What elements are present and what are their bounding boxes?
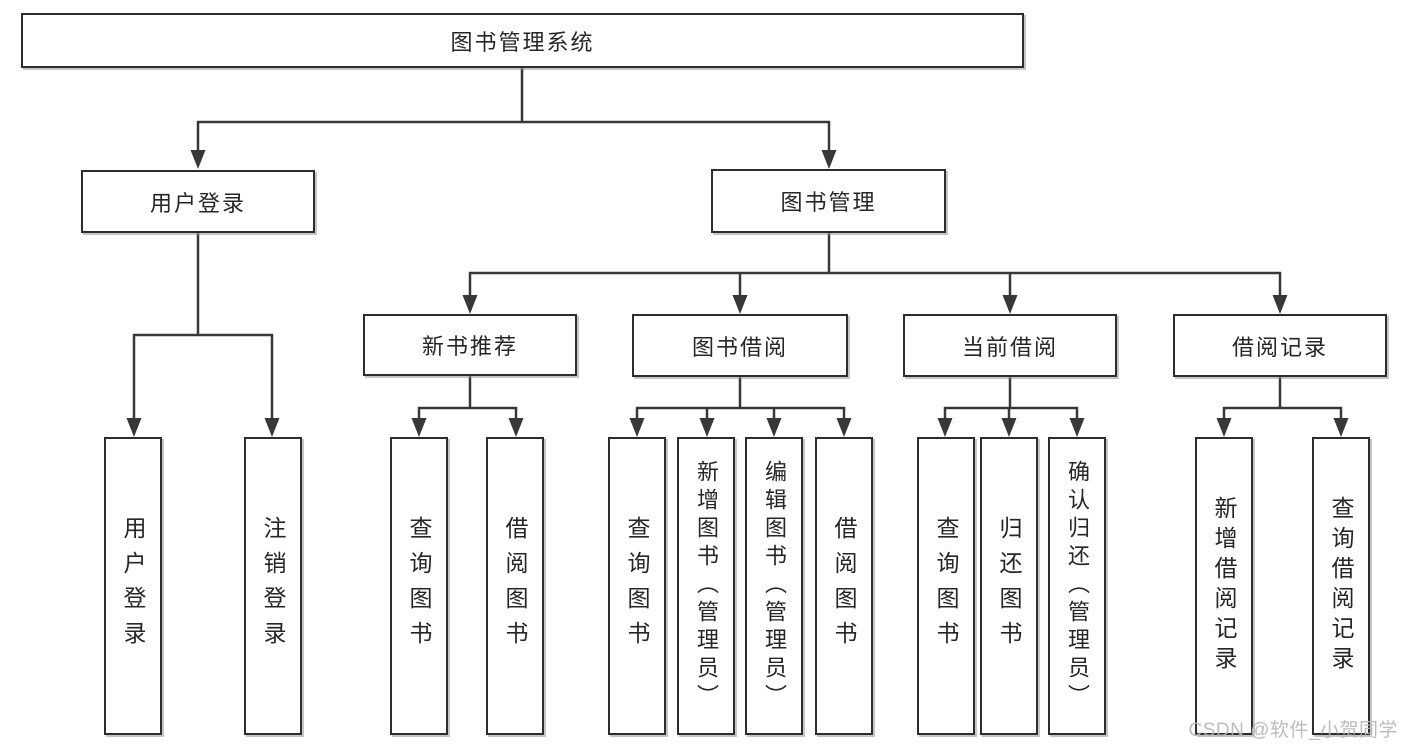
leaf-newbook-borrow-books: 借阅图书 — [486, 437, 544, 735]
node-book-borrowing: 图书借阅 — [632, 314, 848, 377]
leaf-current-confirm-return-admin: 确认归还（管理员） — [1048, 437, 1106, 735]
node-book-management: 图书管理 — [711, 169, 946, 233]
leaf-current-return-books: 归还图书 — [980, 437, 1038, 735]
leaf-user-login: 用户登录 — [104, 437, 162, 735]
leaf-current-query-books: 查询图书 — [917, 437, 975, 735]
node-root-book-management-system: 图书管理系统 — [21, 13, 1024, 68]
leaf-borrow-query-books: 查询图书 — [608, 437, 666, 735]
node-user-login: 用户登录 — [81, 170, 315, 233]
leaf-borrow-borrow-books: 借阅图书 — [815, 437, 873, 735]
leaf-newbook-query-books: 查询图书 — [390, 437, 448, 735]
leaf-borrow-add-book-admin: 新增图书（管理员） — [677, 437, 735, 735]
leaf-record-add-borrow-record: 新增借阅记录 — [1195, 437, 1253, 735]
node-borrowing-records: 借阅记录 — [1173, 314, 1387, 377]
node-new-book-recommend: 新书推荐 — [363, 314, 577, 376]
csdn-watermark: CSDN @软件_小贺同学 — [1188, 720, 1398, 741]
leaf-record-query-borrow-record: 查询借阅记录 — [1312, 437, 1370, 735]
node-current-borrowing: 当前借阅 — [903, 314, 1117, 377]
leaf-borrow-edit-book-admin: 编辑图书（管理员） — [745, 437, 803, 735]
leaf-logout: 注销登录 — [244, 437, 302, 735]
